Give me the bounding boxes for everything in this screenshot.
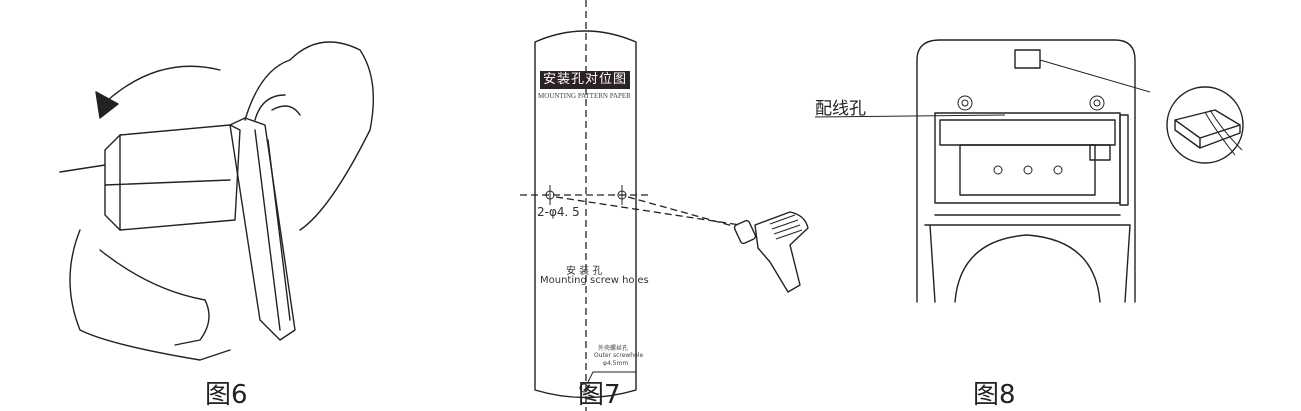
mounting-holes-cn-label: 安 装 孔 bbox=[566, 266, 603, 277]
figure-6-caption: 图6 bbox=[205, 380, 248, 410]
figure-8-caption: 图8 bbox=[973, 380, 1016, 410]
outer-screwhole-size: φ4.5mm bbox=[603, 360, 629, 367]
outer-screwhole-en-label: Outer screwhole bbox=[594, 352, 644, 359]
mounting-paper-subtitle: MOUNTING PATTERN PAPER bbox=[538, 92, 631, 100]
mounting-paper-title: 安装孔对位图 bbox=[540, 71, 630, 89]
drill-icon bbox=[733, 211, 809, 293]
rotate-arrow-icon bbox=[107, 65, 221, 101]
figure-6-drawing bbox=[59, 41, 374, 361]
figure-7-caption: 图7 bbox=[578, 380, 621, 410]
hole-spec-label: 2-φ4. 5 bbox=[537, 205, 580, 219]
figure-7-drawing bbox=[520, 0, 809, 411]
wiring-detail-magnifier bbox=[1166, 86, 1244, 164]
wiring-hole-label: 配线孔 bbox=[815, 99, 866, 119]
outer-screwhole-cn-label: 外壳螺丝孔 bbox=[598, 345, 629, 352]
figure-8-drawing bbox=[814, 39, 1244, 303]
mounting-holes-en-label: Mounting screw holes bbox=[540, 275, 649, 286]
